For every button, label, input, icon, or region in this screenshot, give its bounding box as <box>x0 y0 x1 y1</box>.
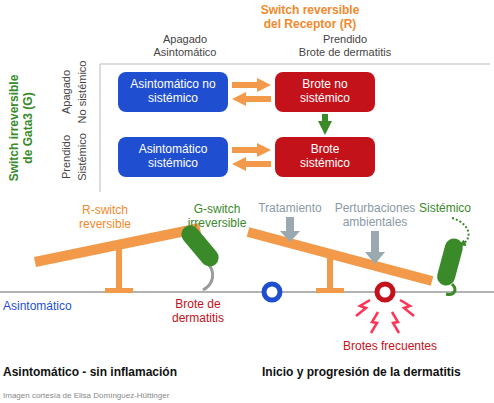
arrow-shaft <box>371 231 379 252</box>
row-header: Prendido <box>60 117 73 197</box>
state-box: Brote no sistémico <box>275 72 375 112</box>
push-arrow <box>280 217 300 242</box>
column-header: Apagado <box>135 33 235 46</box>
credit-note: Imagen cortesía de Elisa Domínguez-Hütti… <box>3 391 323 400</box>
row-header: Apagado <box>60 52 73 132</box>
column-header: Brote de dermatitis <box>265 46 425 59</box>
arrow-head <box>280 231 300 242</box>
ground-line <box>0 291 494 293</box>
row-header: No sistémico <box>76 52 89 132</box>
input-label: Tratamiento <box>250 202 330 216</box>
g-switch-symbol <box>435 236 465 287</box>
transition-arrow <box>322 114 328 121</box>
state-box: Asintomático no sistémico <box>118 72 228 112</box>
table-axis <box>100 64 490 65</box>
column-header: Asintomático <box>135 46 235 59</box>
lightning-bolts <box>356 300 414 333</box>
transition-arrow <box>232 82 257 88</box>
box-text: Asintomático sistémico <box>130 143 216 171</box>
table-axis <box>100 64 101 192</box>
part-label: R-switch reversible <box>70 204 140 232</box>
state-box: Asintomático sistémico <box>118 137 228 177</box>
seesaw-base <box>316 288 344 293</box>
state-box: Brote sistémico <box>275 137 375 177</box>
push-arrow <box>365 231 385 264</box>
box-text: Brote sistémico <box>287 143 363 171</box>
part-label: Sistémico <box>410 202 480 216</box>
lightning-bolt <box>400 300 414 316</box>
lightning-bolt <box>356 300 370 316</box>
dotted-arrow <box>452 218 469 244</box>
box-text: Asintomático no sistémico <box>130 78 216 106</box>
row-header: Sistémico <box>76 117 89 197</box>
state-ring <box>377 284 393 300</box>
input-label: Perturbaciones ambientales <box>325 202 425 230</box>
switch-hook <box>446 284 455 294</box>
axis-title: Switch reversible del Receptor (R) <box>255 4 365 32</box>
arrow-shaft <box>286 217 294 231</box>
panel-caption: Inicio y progresión de la dermatitis <box>262 366 494 380</box>
state-label: Brotes frecuentes <box>335 340 445 354</box>
state-ring <box>264 284 280 300</box>
state-label: Brote de dermatitis <box>158 298 238 326</box>
state-label: Asintomático <box>3 300 93 314</box>
transition-arrow <box>246 161 271 167</box>
panel-caption: Asintomático - sin inflamación <box>3 366 248 380</box>
seesaw-plank <box>35 228 200 262</box>
column-header: Prendido <box>265 33 425 46</box>
seesaw-base <box>105 288 133 293</box>
axis-title: Switch irreversible de Gata3 (G) <box>8 71 36 186</box>
transition-arrow <box>232 147 257 153</box>
seesaw-stand <box>116 245 122 290</box>
lightning-bolt <box>371 312 378 333</box>
lightning-bolt <box>392 312 399 333</box>
seesaw-plank <box>248 232 432 281</box>
part-label: G-switch irreversible <box>182 203 252 231</box>
transition-arrow <box>246 96 271 102</box>
arrow-head <box>365 252 385 264</box>
box-text: Brote no sistémico <box>287 78 363 106</box>
g-switch-body <box>435 236 465 287</box>
